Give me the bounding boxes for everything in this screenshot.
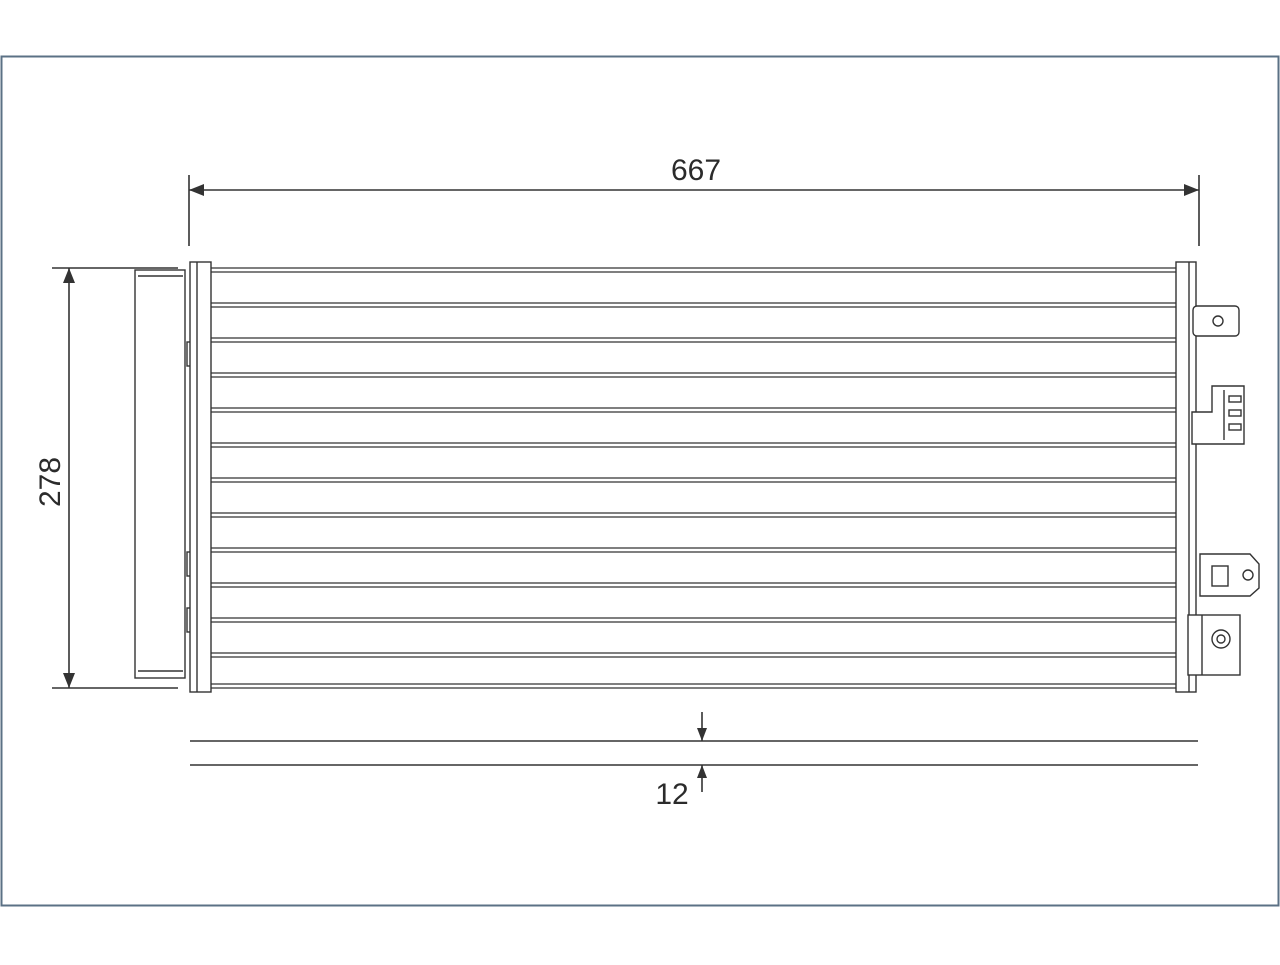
fitting-upper-slot-a <box>1228 395 1242 403</box>
receiver-body <box>134 269 186 679</box>
fitting-lower-square <box>1211 565 1229 587</box>
width-arrow-right <box>1184 184 1199 196</box>
fitting-bottom-hole <box>1216 634 1226 644</box>
height-arrow-top <box>63 268 75 283</box>
right-header-tank <box>1175 261 1197 693</box>
width-dimension <box>188 175 1200 246</box>
depth-label: 12 <box>655 778 688 811</box>
fitting-bracket-top <box>1192 305 1240 337</box>
height-label: 278 <box>34 457 67 507</box>
fitting-upper-slot-b <box>1228 409 1242 417</box>
fitting-top-hole <box>1212 315 1224 327</box>
depth-dimension <box>190 712 1198 792</box>
width-arrow-left <box>189 184 204 196</box>
fitting-bracket-upper <box>1191 385 1245 445</box>
depth-arrow-bottom <box>697 765 707 778</box>
depth-arrow-top <box>697 728 707 741</box>
core-tubes <box>211 267 1176 689</box>
height-dimension <box>52 267 178 689</box>
drawing-frame <box>0 55 1280 907</box>
fitting-upper-slot-c <box>1228 423 1242 431</box>
width-label: 667 <box>671 154 721 187</box>
right-header-body <box>1175 261 1197 693</box>
left-header-body <box>189 261 212 693</box>
fitting-lower-hole <box>1242 569 1254 581</box>
fitting-bracket-bottom <box>1187 614 1241 676</box>
height-arrow-bottom <box>63 673 75 688</box>
left-header-tank <box>189 261 212 693</box>
fitting-bracket-lower <box>1199 553 1260 597</box>
